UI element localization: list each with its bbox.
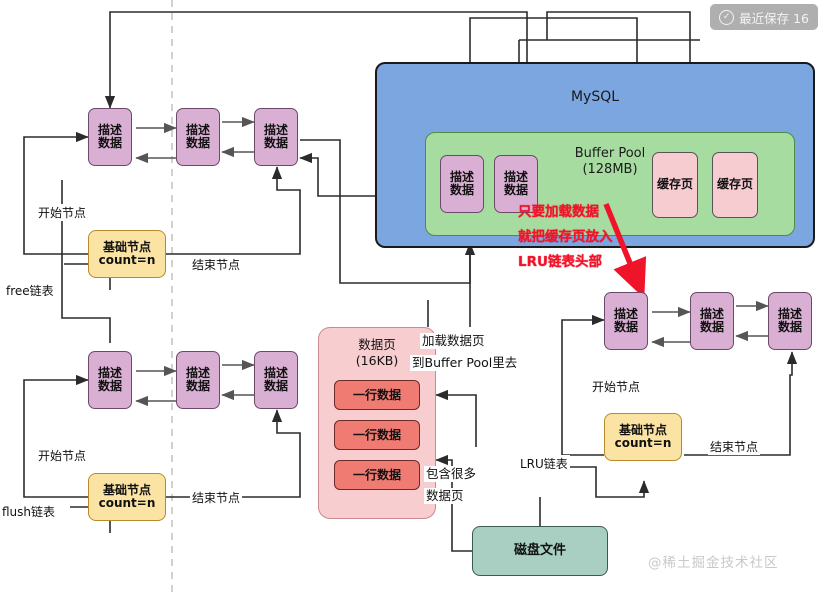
flush-list-descriptor-3[interactable]: 描述 数据: [254, 351, 298, 409]
descriptor-label-line1: 描述: [263, 122, 288, 137]
disk-file-box[interactable]: 磁盘文件: [472, 526, 608, 576]
lru-list-descriptor-3[interactable]: 描述 数据: [768, 292, 812, 350]
descriptor-label-line1: 描述: [185, 365, 210, 380]
free-list-descriptor-2[interactable]: 描述 数据: [176, 108, 220, 166]
base-node-label: 基础节点: [102, 239, 151, 254]
free-list-label: free链表: [4, 282, 56, 299]
flush-list-end-node-label: 结束节点: [190, 489, 243, 506]
free-list-descriptor-1[interactable]: 描述 数据: [88, 108, 132, 166]
lru-list-end-node-label: 结束节点: [708, 438, 761, 455]
row-data-2[interactable]: 一行数据: [334, 420, 420, 451]
flush-list-descriptor-1[interactable]: 描述 数据: [88, 351, 132, 409]
descriptor-label-line2: 数据: [97, 136, 122, 150]
red-annotation-line2: 就把缓存页放入: [518, 229, 613, 245]
base-node-count: count=n: [98, 496, 156, 510]
data-page-name: 数据页: [358, 337, 396, 352]
descriptor-label-line1: 描述: [185, 122, 210, 137]
free-list-descriptor-3[interactable]: 描述 数据: [254, 108, 298, 166]
flush-list-start-node-label: 开始节点: [36, 447, 89, 464]
free-list-start-node-label: 开始节点: [36, 204, 89, 221]
load-page-annotation-line1: 加载数据页: [420, 333, 487, 350]
row-data-label: 一行数据: [352, 387, 401, 402]
data-page-title: 数据页 (16KB): [356, 337, 398, 368]
descriptor-label-line2: 数据: [777, 320, 802, 334]
data-page-container: 数据页 (16KB) 一行数据 一行数据 一行数据: [318, 327, 436, 519]
buffer-pool-size: (128MB): [582, 162, 638, 178]
flush-list-descriptor-2[interactable]: 描述 数据: [176, 351, 220, 409]
descriptor-label-line1: 描述: [263, 365, 288, 380]
red-annotation-line1: 只要加载数据: [518, 204, 599, 220]
descriptor-label-line1: 描述: [97, 122, 122, 137]
descriptor-label-line2: 数据: [699, 320, 724, 334]
descriptor-label-line2: 数据: [263, 379, 288, 393]
free-list-end-node-label: 结束节点: [190, 256, 243, 273]
descriptor-label-line2: 数据: [613, 320, 638, 334]
row-data-label: 一行数据: [352, 467, 401, 482]
disk-file-label: 磁盘文件: [513, 542, 566, 558]
mysql-title: MySQL: [570, 89, 620, 105]
descriptor-label-line2: 数据: [449, 183, 474, 197]
descriptor-label-line1: 描述: [449, 169, 474, 184]
descriptor-label-line1: 描述: [777, 306, 802, 321]
flush-list-base-node[interactable]: 基础节点 count=n: [88, 473, 166, 521]
descriptor-label-line2: 数据: [185, 379, 210, 393]
lru-list-base-node[interactable]: 基础节点 count=n: [604, 413, 682, 461]
lru-list-descriptor-1[interactable]: 描述 数据: [604, 292, 648, 350]
flush-list-label: flush链表: [0, 503, 58, 520]
recent-save-badge[interactable]: ✓ 最近保存 16: [710, 4, 818, 30]
row-data-3[interactable]: 一行数据: [334, 460, 420, 491]
load-page-annotation-line2: 到Buffer Pool里去: [410, 355, 520, 372]
cache-page-1[interactable]: 缓存页: [652, 152, 698, 218]
descriptor-label-line2: 数据: [185, 136, 210, 150]
descriptor-label-line1: 描述: [613, 306, 638, 321]
watermark: @稀土掘金技术社区: [648, 555, 779, 571]
data-page-size: (16KB): [355, 352, 399, 368]
recent-save-label: 最近保存 16: [739, 10, 809, 26]
descriptor-label-line2: 数据: [97, 379, 122, 393]
base-node-count: count=n: [614, 436, 672, 450]
row-data-1[interactable]: 一行数据: [334, 380, 420, 411]
check-circle-icon: ✓: [719, 9, 735, 25]
contains-annotation-line2: 数据页: [424, 488, 466, 505]
descriptor-label-line1: 描述: [97, 365, 122, 380]
red-annotation-line3: LRU链表头部: [518, 254, 602, 270]
base-node-label: 基础节点: [618, 422, 667, 437]
buffer-pool-descriptor-2[interactable]: 描述 数据: [494, 155, 538, 213]
cache-page-2[interactable]: 缓存页: [712, 152, 758, 218]
descriptor-label-line1: 描述: [503, 169, 528, 184]
contains-annotation-line1: 包含很多: [424, 466, 479, 483]
buffer-pool-title: Buffer Pool (128MB): [575, 146, 645, 179]
cache-page-label: 缓存页: [716, 177, 753, 192]
descriptor-label-line2: 数据: [263, 136, 288, 150]
base-node-label: 基础节点: [102, 482, 151, 497]
buffer-pool-name: Buffer Pool: [574, 146, 646, 161]
free-list-base-node[interactable]: 基础节点 count=n: [88, 230, 166, 278]
buffer-pool-descriptor-1[interactable]: 描述 数据: [440, 155, 484, 213]
base-node-count: count=n: [98, 253, 156, 267]
lru-list-label: LRU链表: [518, 455, 570, 472]
descriptor-label-line1: 描述: [699, 306, 724, 321]
lru-list-descriptor-2[interactable]: 描述 数据: [690, 292, 734, 350]
cache-page-label: 缓存页: [656, 177, 693, 192]
descriptor-label-line2: 数据: [503, 183, 528, 197]
lru-list-start-node-label: 开始节点: [590, 378, 643, 395]
row-data-label: 一行数据: [352, 427, 401, 442]
